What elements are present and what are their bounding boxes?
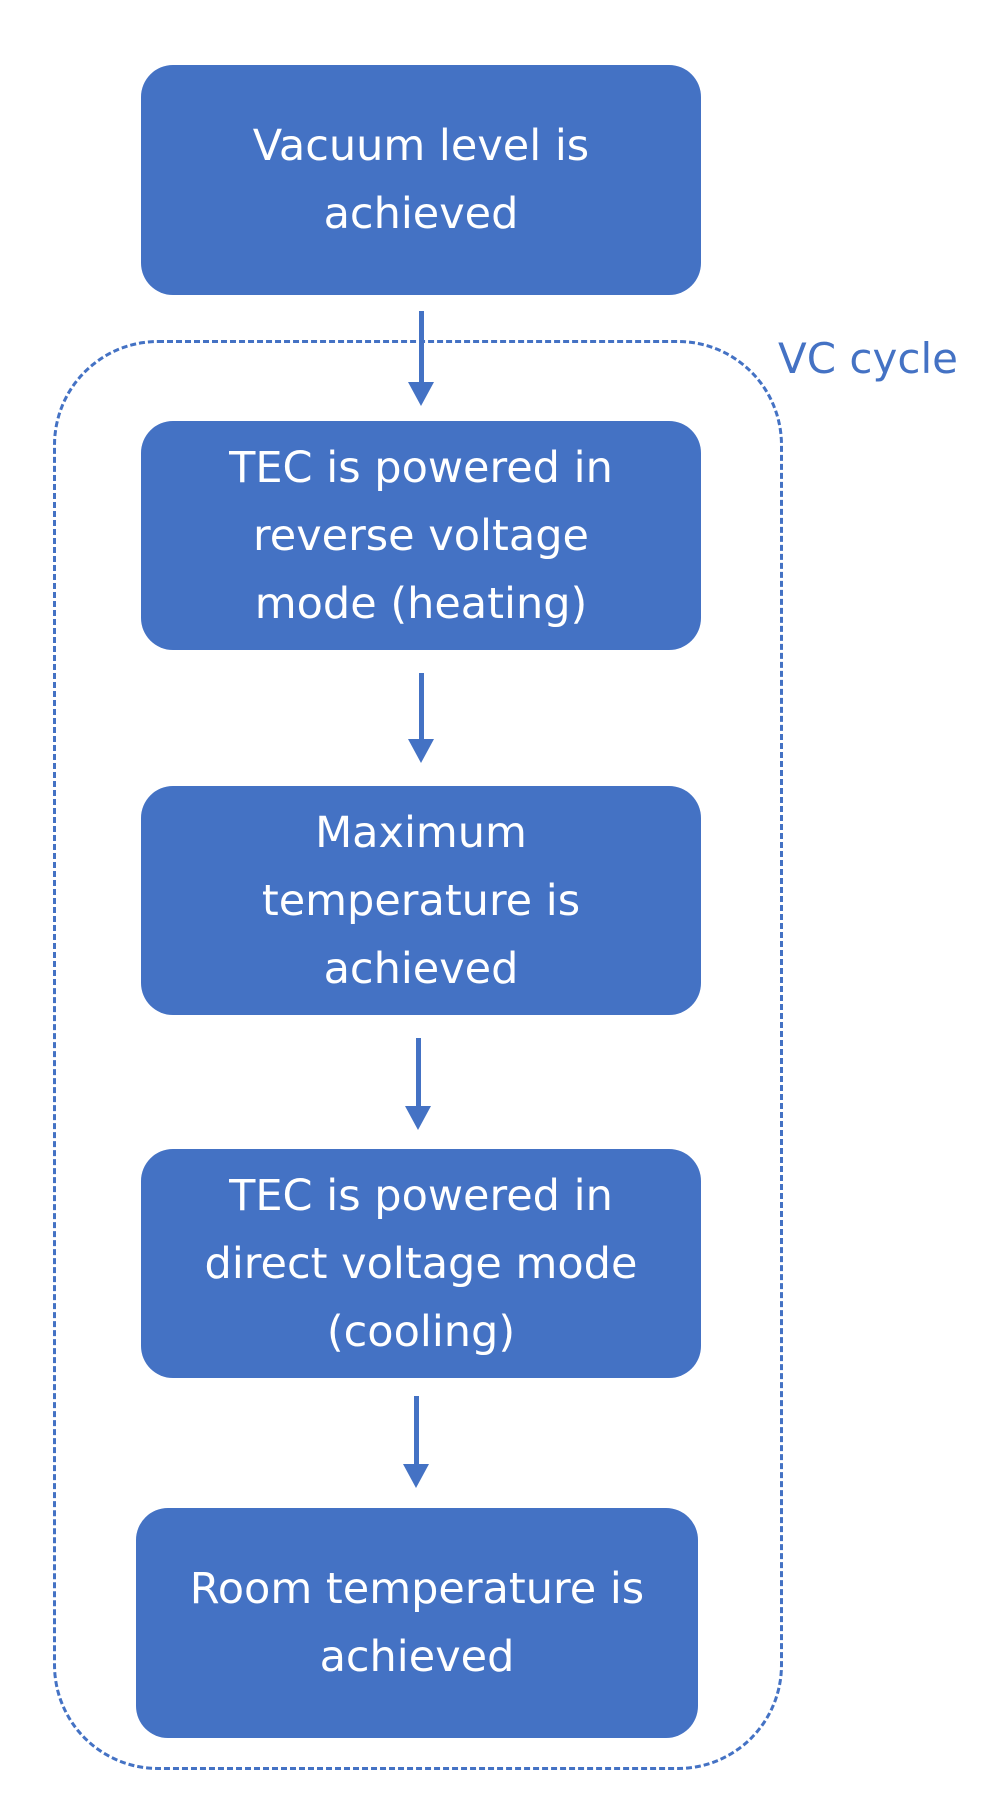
step-maximum-temperature-achieved: Maximum temperature is achieved (141, 786, 701, 1015)
step-tec-reverse-voltage-heating: TEC is powered in reverse voltage mode (… (141, 421, 701, 650)
step-tec-direct-voltage-cooling: TEC is powered in direct voltage mode (c… (141, 1149, 701, 1378)
flow-arrow-1 (401, 311, 441, 406)
flow-arrow-2 (401, 673, 441, 763)
vc-cycle-loop-boundary (53, 340, 783, 1770)
step-vacuum-level-achieved: Vacuum level is achieved (141, 65, 701, 295)
step-label: Room temperature is achieved (189, 1564, 645, 1682)
flow-arrow-4 (396, 1396, 436, 1488)
step-label: TEC is powered in reverse voltage mode (… (229, 442, 613, 629)
step-label: Maximum temperature is achieved (261, 807, 581, 994)
step-label: Vacuum level is achieved (252, 121, 590, 239)
vc-cycle-label: VC cycle (772, 334, 958, 383)
step-label: TEC is powered in direct voltage mode (c… (204, 1170, 638, 1357)
step-room-temperature-achieved: Room temperature is achieved (136, 1508, 698, 1738)
flow-arrow-3 (398, 1038, 438, 1130)
